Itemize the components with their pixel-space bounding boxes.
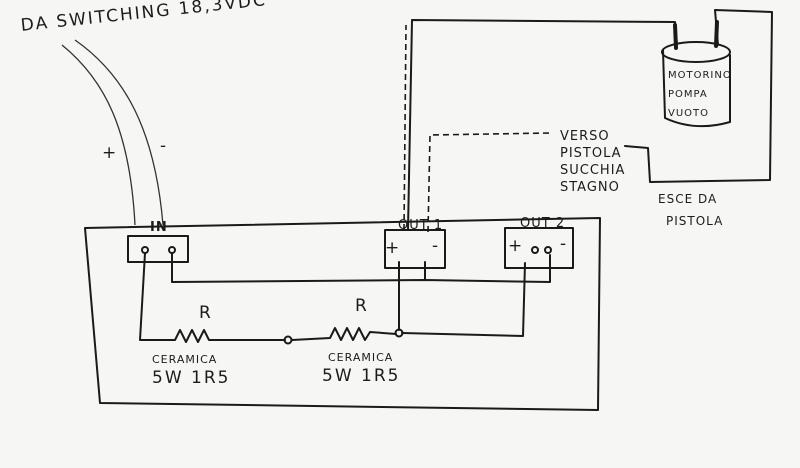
motor-body: [662, 49, 731, 128]
motor-label-line: VUOTO: [668, 108, 710, 119]
out1-plus-mark: +: [385, 238, 402, 258]
motor-terminal: [673, 20, 719, 50]
supply-minus-label: -: [160, 136, 169, 156]
out-positive-wire: [401, 262, 526, 337]
motor-top: [661, 41, 731, 63]
in-terminal-block: [127, 235, 189, 263]
supply-wire-minus: [74, 39, 164, 226]
motor-label-line: POMPA: [668, 89, 708, 100]
from-gun-label-line: PISTOLA: [666, 214, 724, 228]
out1-terminal-label: OUT 1: [398, 218, 444, 233]
resistor-2-type: CERAMICA: [328, 351, 394, 364]
to-gun-label-line: STAGNO: [560, 180, 620, 195]
negative-bus-wire: [171, 252, 551, 283]
resistor-1-type: CERAMICA: [152, 353, 218, 366]
from-gun-label: ESCE DA PISTOLA: [658, 188, 723, 232]
resistor-2-value: 5W 1R5: [322, 366, 401, 386]
resistor-1-value: 5W 1R5: [152, 368, 231, 388]
from-gun-label-line: ESCE DA: [658, 192, 718, 206]
to-gun-label-line: PISTOLA: [560, 146, 622, 161]
resistor-chain-wire-2: [291, 327, 397, 341]
motor-label: MOTORINO POMPA VUOTO: [668, 66, 732, 123]
resistor-2-symbol: R: [355, 296, 369, 316]
motor-wire-out1: [407, 19, 678, 231]
in-terminal-label: IN: [150, 220, 168, 235]
motor-wire-return: [624, 9, 773, 183]
resistor-chain-wire: [139, 252, 286, 343]
motor-label-line: MOTORINO: [668, 70, 732, 81]
out2-minus-mark: -: [560, 234, 569, 254]
supply-wire-plus: [61, 44, 136, 226]
to-gun-label: VERSO PISTOLA SUCCHIA STAGNO: [560, 128, 625, 196]
resistor-1-symbol: R: [199, 303, 213, 323]
motor-wire-dash: [403, 24, 407, 231]
to-gun-label-line: SUCCHIA: [560, 163, 626, 178]
out2-plus-mark: +: [508, 236, 525, 256]
out1-terminal-block: [384, 229, 446, 269]
out2-terminal-label: OUT 2: [520, 216, 566, 231]
out1-minus-mark: -: [432, 236, 441, 256]
gun-hose: [427, 132, 551, 233]
out2-terminal-screw: [531, 246, 539, 254]
out2-terminal-block: [504, 227, 574, 269]
to-gun-label-line: VERSO: [560, 129, 610, 144]
out2-terminal-screw: [544, 246, 552, 254]
supply-plus-label: +: [102, 143, 119, 163]
